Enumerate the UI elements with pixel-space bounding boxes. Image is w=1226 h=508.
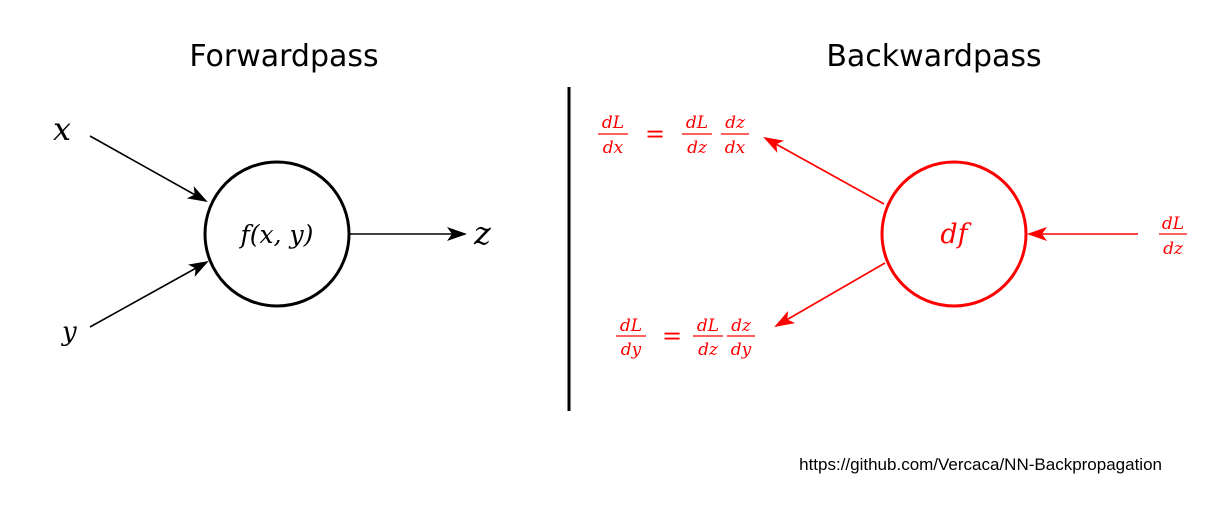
grad-x-equation: dL dx = dL dz dz dx bbox=[598, 113, 749, 158]
forward-node-label: f(x, y) bbox=[239, 220, 314, 249]
upstream-gradient-fraction: dL dz bbox=[1159, 214, 1187, 259]
forward-pass-panel: Forwardpass x y f(x, y) z bbox=[53, 39, 492, 347]
input-x-arrow bbox=[89, 135, 208, 202]
backward-node-circle bbox=[880, 160, 1028, 308]
grad-x-lhs-fraction: dL dx bbox=[598, 113, 628, 158]
fraction-denominator: dz bbox=[698, 340, 719, 360]
fraction-denominator: dz bbox=[687, 138, 708, 158]
fraction-numerator: dL bbox=[620, 316, 642, 336]
grad-x-factor2-fraction: dz dx bbox=[721, 113, 749, 158]
grad-y-arrow bbox=[774, 262, 886, 328]
backward-pass-title: Backwardpass bbox=[826, 39, 1041, 74]
fraction-denominator: dy bbox=[731, 340, 752, 360]
forward-node-circle bbox=[203, 160, 351, 308]
fraction-numerator: dz bbox=[731, 316, 752, 336]
backward-node-label: df bbox=[940, 219, 971, 250]
backward-pass-panel: Backwardpass df dL dz dL dx = dL dz bbox=[598, 39, 1187, 360]
fraction-numerator: dz bbox=[725, 113, 746, 133]
equals-sign: = bbox=[662, 322, 682, 350]
fraction-denominator: dx bbox=[725, 138, 746, 158]
source-url: https://github.com/Vercaca/NN-Backpropag… bbox=[799, 455, 1162, 474]
fraction-denominator: dy bbox=[621, 340, 642, 360]
input-x-label: x bbox=[53, 110, 71, 148]
output-z-label: z bbox=[473, 214, 492, 252]
fraction-denominator: dz bbox=[1163, 239, 1184, 259]
grad-y-lhs-fraction: dL dy bbox=[616, 316, 646, 360]
input-y-arrow bbox=[89, 261, 209, 328]
input-y-label: y bbox=[61, 317, 77, 347]
grad-y-equation: dL dy = dL dz dz dy bbox=[616, 316, 755, 360]
grad-y-factor1-fraction: dL dz bbox=[693, 316, 723, 360]
grad-x-factor1-fraction: dL dz bbox=[682, 113, 712, 158]
fraction-denominator: dx bbox=[603, 138, 624, 158]
fraction-numerator: dL bbox=[686, 113, 708, 133]
equals-sign: = bbox=[645, 120, 665, 148]
grad-y-factor2-fraction: dz dy bbox=[727, 316, 755, 360]
forward-pass-title: Forwardpass bbox=[189, 39, 378, 74]
fraction-numerator: dL bbox=[1162, 214, 1184, 234]
fraction-numerator: dL bbox=[602, 113, 624, 133]
fraction-numerator: dL bbox=[697, 316, 719, 336]
grad-x-arrow bbox=[763, 137, 885, 205]
